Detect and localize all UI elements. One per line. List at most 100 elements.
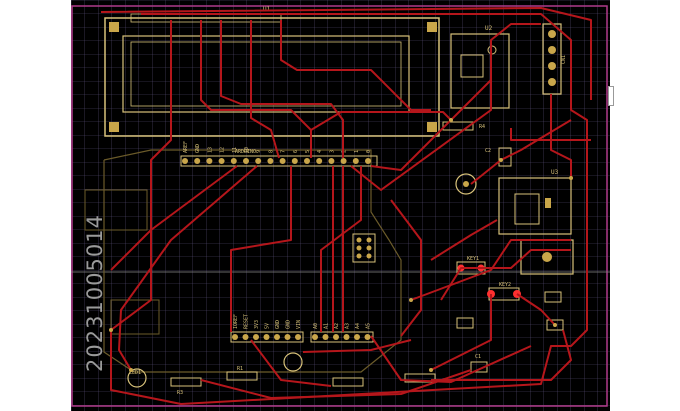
date-stamp: 20231005014	[83, 214, 107, 372]
digital-pin[interactable]	[352, 158, 359, 164]
r5-resistor[interactable]	[332, 377, 364, 387]
u2-label: U2	[485, 25, 493, 32]
digital-pin[interactable]	[206, 158, 213, 164]
digital-pin-label: 3	[329, 150, 335, 153]
digital-pin-label: 1	[354, 150, 360, 153]
analog-pin-label: A2	[334, 323, 340, 329]
power-pin-label: 5V	[265, 323, 271, 329]
analog-pin[interactable]	[343, 334, 350, 340]
digital-pin[interactable]	[340, 158, 347, 164]
power-pin[interactable]	[253, 334, 259, 340]
led1-label: LED1	[129, 370, 141, 376]
digital-pin-label: 7	[281, 150, 287, 153]
analog-pin[interactable]	[364, 334, 371, 340]
analog-pin-labels: A0 A1 A2 A3 A4 A5	[313, 323, 372, 329]
digital-pin-label: 13	[207, 147, 213, 153]
digital-pin[interactable]	[279, 158, 286, 164]
power-pin-label: GND	[286, 320, 292, 329]
power-pin[interactable]	[242, 334, 249, 340]
digital-pin[interactable]	[316, 158, 323, 164]
power-jack-outline	[110, 299, 160, 335]
key1-label: KEY1	[467, 256, 479, 262]
digital-pin[interactable]	[182, 158, 188, 164]
led1[interactable]	[127, 368, 147, 388]
r3-resistor[interactable]	[170, 377, 202, 387]
icsp-header[interactable]	[352, 233, 376, 263]
analog-pin-label: A0	[313, 323, 319, 329]
power-pin-label: VIN	[296, 320, 302, 329]
key2-label: KEY2	[499, 282, 511, 288]
c1-label: C1	[475, 354, 481, 360]
digital-pin[interactable]	[255, 158, 262, 164]
digital-pin[interactable]	[243, 158, 249, 164]
pcb-layout[interactable]: U1 U2 CN1 U3	[71, 0, 610, 411]
u3-label: U3	[551, 169, 559, 176]
power-pin[interactable]	[295, 334, 301, 340]
digital-pin[interactable]	[328, 158, 335, 164]
r-bottom-resistor[interactable]	[404, 373, 436, 383]
digital-pin-label: 11	[232, 147, 238, 153]
analog-pin[interactable]	[333, 334, 339, 340]
power-pin-label: 3V3	[254, 320, 260, 329]
digital-pin-label: 10	[244, 147, 250, 153]
part-mid-1[interactable]	[456, 317, 474, 329]
q1-pad	[463, 181, 469, 187]
c2-label: C2	[485, 148, 491, 154]
digital-pin[interactable]	[267, 158, 274, 164]
c1-capacitor[interactable]	[470, 361, 488, 373]
shield-outline	[103, 149, 402, 373]
r1-resistor[interactable]	[226, 371, 258, 381]
c2-component[interactable]	[498, 147, 512, 167]
analog-pin-label: A5	[366, 323, 372, 329]
power-pin-label: IOREF	[233, 314, 239, 329]
power-pin-label: RESET	[244, 314, 250, 329]
analog-pin[interactable]	[312, 334, 318, 340]
digital-pin-label: 8	[268, 150, 274, 153]
digital-pin-label: 9	[256, 150, 262, 153]
analog-pin[interactable]	[322, 334, 329, 340]
power-pin[interactable]	[284, 334, 291, 340]
pcb-editor-canvas[interactable]: U1 U2 CN1 U3	[71, 0, 610, 411]
analog-pin-label: A3	[345, 323, 351, 329]
digital-pin-label: 6	[293, 150, 299, 153]
digital-pin-label: 0	[366, 150, 372, 153]
u3-module[interactable]	[498, 177, 572, 235]
header-label: ARDUINO	[235, 149, 256, 155]
r3-label: R3	[177, 390, 183, 396]
digital-pin[interactable]	[218, 158, 225, 164]
digital-pin[interactable]	[291, 158, 298, 164]
analog-pin-label: A1	[324, 323, 330, 329]
digital-pin[interactable]	[230, 158, 237, 164]
r4-label: R4	[479, 124, 485, 130]
part-right-2[interactable]	[546, 319, 564, 331]
power-header[interactable]	[230, 331, 304, 343]
power-pin[interactable]	[274, 334, 280, 340]
power-pin-labels: IOREF RESET 3V3 5V GND GND VIN	[233, 314, 302, 329]
buzzer[interactable]	[283, 352, 303, 372]
digital-pin-label: 4	[317, 150, 323, 153]
power-pin-label: GND	[275, 320, 281, 329]
digital-pin-label: 5	[305, 150, 311, 153]
digital-pin-label: 12	[220, 147, 226, 153]
copper-traces	[100, 7, 592, 405]
analog-pin[interactable]	[354, 334, 360, 340]
usb-outline	[84, 189, 148, 231]
part-right-1[interactable]	[544, 291, 562, 303]
digital-pin[interactable]	[304, 158, 310, 164]
analog-pin-label: A4	[355, 323, 361, 329]
panel-edge-handle[interactable]	[608, 86, 614, 106]
board-outline	[71, 5, 608, 407]
digital-pin-label: GND	[195, 144, 201, 153]
digital-pin-label: 2	[342, 150, 348, 153]
vias	[109, 118, 573, 372]
digital-pin[interactable]	[194, 158, 201, 164]
digital-pin[interactable]	[365, 158, 371, 164]
cn1-label: CN1	[561, 55, 567, 64]
q1-component[interactable]	[455, 173, 477, 195]
r1-label: R1	[237, 366, 243, 372]
power-pin[interactable]	[232, 334, 238, 340]
digital-pin-label: AREF	[183, 141, 189, 153]
r4-resistor[interactable]	[442, 121, 474, 131]
power-pin[interactable]	[263, 334, 270, 340]
